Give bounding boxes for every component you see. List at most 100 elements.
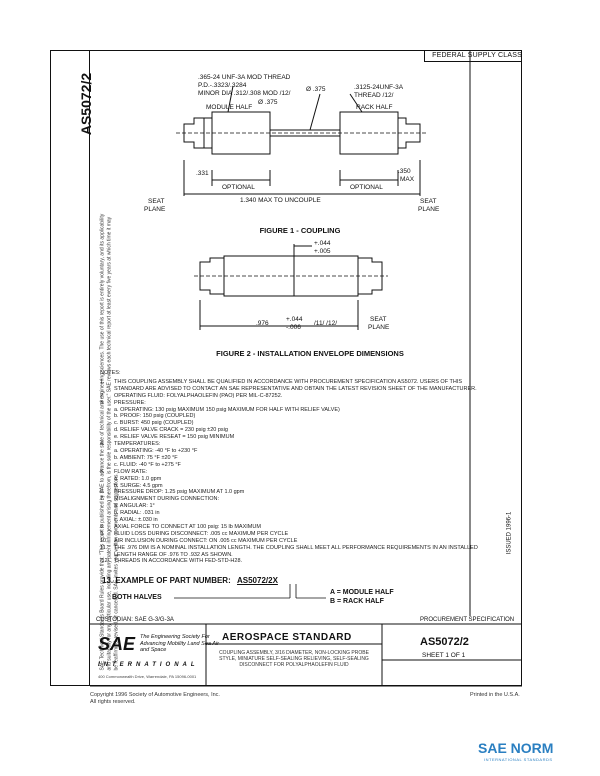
note-text: a. ANGULAR: 1° bbox=[114, 503, 155, 510]
note-text: AIR INCLUSION DURING CONNECT: ON .005 cc… bbox=[114, 537, 298, 544]
note-item: a. OPERATING: 130 psig MAXIMUM 150 psig … bbox=[100, 407, 510, 414]
example-heading: 13. EXAMPLE OF PART NUMBER: AS5072/2X bbox=[102, 576, 278, 585]
part-number: AS5072/2 bbox=[420, 636, 469, 648]
note-text: FLUID LOSS DURING DISCONNECT: .005 cc MA… bbox=[114, 530, 289, 537]
figure1-title: FIGURE 1 - COUPLING bbox=[259, 226, 341, 235]
example-part-number: AS5072/2X bbox=[236, 576, 278, 585]
note-text: OPERATING FLUID: FOLYALPHAOLEFIN (PAO) P… bbox=[114, 392, 283, 399]
note-item: c. FLUID: -40 °F to +275 °F bbox=[100, 462, 510, 469]
note-item: b. PROOF: 150 psig (COUPLED) bbox=[100, 413, 510, 420]
note-text: PRESSURE: bbox=[114, 399, 146, 406]
document-title: COUPLING ASSEMBLY, 3/16 DIAMETER, NON-LO… bbox=[219, 650, 369, 668]
note-text: THREADS IN ACCORDANCE WITH FED-STD-H28. bbox=[114, 558, 243, 565]
fig1-pd: P.D.-.3323/.3284 bbox=[198, 82, 247, 89]
note-item: 5. FLOW RATE: bbox=[100, 469, 510, 476]
custodian: CUSTODIAN: SAE G-3/G-3A bbox=[96, 617, 174, 623]
note-text: a. OPERATING: 130 psig MAXIMUM 150 psig … bbox=[114, 406, 340, 413]
note-item: 11.THE .976 DIM IS A NOMINAL INSTALLATIO… bbox=[100, 545, 510, 552]
note-item: e. RELIEF VALVE RESEAT = 150 psig MINIMU… bbox=[100, 434, 510, 441]
note-number: 8. bbox=[100, 523, 105, 530]
note-text: AXIAL FORCE TO CONNECT AT 100 psig: 15 l… bbox=[114, 523, 261, 530]
note-number: 10. bbox=[100, 537, 108, 544]
note-text: LENGTH RANGE OF .976 TO .932 AS SHOWN. bbox=[114, 551, 233, 558]
supply-class-label: FEDERAL SUPPLY CLASS bbox=[432, 52, 522, 59]
figure2-title: FIGURE 2 - INSTALLATION ENVELOPE DIMENSI… bbox=[216, 349, 404, 358]
notes-list: 1. THIS COUPLING ASSEMBLY SHALL BE QUALIF… bbox=[100, 379, 510, 565]
note-number: 7. bbox=[100, 496, 105, 503]
note-text: THIS COUPLING ASSEMBLY SHALL BE QUALIFIE… bbox=[114, 378, 463, 385]
note-number: 1. bbox=[100, 378, 105, 385]
fig2-length: .976 bbox=[256, 320, 269, 327]
left-margin-column bbox=[50, 50, 90, 686]
note-text: d. RELIEF VALVE CRACK = 230 psig ±20 psi… bbox=[114, 427, 228, 434]
note-text: b. SURGE: 4.5 gpm bbox=[114, 482, 163, 489]
engineering-society: The Engineering Society For Advancing Mo… bbox=[140, 634, 219, 653]
fig2-tol-b2: -.006 bbox=[286, 324, 301, 331]
fig1-rack-half: RACK HALF bbox=[356, 104, 393, 111]
sheet-count: SHEET 1 OF 1 bbox=[422, 652, 466, 659]
copyright-line: Copyright 1996 Society of Automotive Eng… bbox=[90, 692, 220, 698]
aerospace-standard: AEROSPACE STANDARD bbox=[222, 632, 352, 643]
note-number: 5. bbox=[100, 468, 105, 475]
note-text: FLOW RATE: bbox=[114, 468, 148, 475]
note-item: 8. AXIAL FORCE TO CONNECT AT 100 psig: 15… bbox=[100, 524, 510, 531]
fig1-optional-right: OPTIONAL bbox=[350, 184, 383, 191]
note-item: 1. THIS COUPLING ASSEMBLY SHALL BE QUALIF… bbox=[100, 379, 510, 386]
note-item: 2.OPERATING FLUID: FOLYALPHAOLEFIN (PAO)… bbox=[100, 393, 510, 400]
note-text: MISALIGNMENT DURING CONNECTION: bbox=[114, 496, 220, 503]
note-item: c. AXIAL: ±.030 in bbox=[100, 517, 510, 524]
fig2-tol-b1: +.044 bbox=[286, 316, 303, 323]
fig1-dia-375-a: Ø .375 bbox=[306, 86, 326, 93]
fig1-plane-left: PLANE bbox=[144, 206, 166, 213]
note-item: b. RADIAL: .031 in bbox=[100, 510, 510, 517]
rights-line: All rights reserved. bbox=[90, 699, 136, 705]
fig2-hex-right bbox=[357, 257, 383, 295]
note-item: 4. TEMPERATURES: bbox=[100, 441, 510, 448]
note-item: LENGTH RANGE OF .976 TO .932 AS SHOWN. bbox=[100, 552, 510, 559]
fig1-plane-right: PLANE bbox=[418, 206, 440, 213]
note-item: 6.PRESSURE DROP: 1.25 psig MAXIMUM AT 1.… bbox=[100, 489, 510, 496]
note-text: a. RATED: 1.0 gpm bbox=[114, 475, 162, 482]
note-item: 7. MISALIGNMENT DURING CONNECTION: bbox=[100, 496, 510, 503]
copyright: Copyright 1996 Society of Automotive Eng… bbox=[90, 692, 220, 706]
fig1-module-half: MODULE HALF bbox=[206, 104, 253, 111]
note-text: PRESSURE DROP: 1.25 psig MAXIMUM AT 1.0 … bbox=[114, 489, 245, 496]
note-item: 3. PRESSURE: bbox=[100, 400, 510, 407]
fig2-tol-top1: +.044 bbox=[314, 240, 331, 247]
both-halves-label: BOTH HALVES bbox=[112, 594, 162, 601]
international-label: INTERNATIONAL bbox=[98, 662, 199, 668]
fig1-thread-left: .365-24 UNF-3A MOD THREAD bbox=[198, 74, 291, 81]
sae-logo: SAE bbox=[98, 634, 136, 654]
notes-section: NOTES: 1. THIS COUPLING ASSEMBLY SHALL BE… bbox=[100, 370, 510, 565]
note-number: 9. bbox=[100, 530, 105, 537]
note-text: TEMPERATURES: bbox=[114, 441, 161, 448]
fig1-seat-left: SEAT bbox=[148, 198, 165, 205]
note-text: b. PROOF: 150 psig (COUPLED) bbox=[114, 413, 196, 420]
note-text: THE .976 DIM IS A NOMINAL INSTALLATION L… bbox=[114, 544, 478, 551]
sae-norm-sub: INTERNATIONAL STANDARDS bbox=[484, 757, 553, 762]
note-number: 3. bbox=[100, 399, 105, 406]
fig1-d331: .331 bbox=[196, 170, 209, 177]
procurement-spec: PROCUREMENT SPECIFICATION bbox=[420, 617, 515, 623]
sae-norm-watermark: SAE NORM bbox=[478, 740, 554, 756]
note-text: c. AXIAL: ±.030 in bbox=[114, 517, 158, 524]
note-text: b. AMBIENT: 75 °F ±20 °F bbox=[114, 454, 178, 461]
notes-heading: NOTES: bbox=[100, 370, 121, 376]
option-b: B = RACK HALF bbox=[330, 598, 384, 605]
example-options: A = MODULE HALF B = RACK HALF bbox=[330, 588, 394, 606]
fig1-overall-length: 1.340 MAX TO UNCOUPLE bbox=[240, 197, 321, 204]
note-text: c. FLUID: -40 °F to +275 °F bbox=[114, 461, 181, 468]
note-item: b. AMBIENT: 75 °F ±20 °F bbox=[100, 455, 510, 462]
fig1-thread-right2: THREAD /12/ bbox=[354, 92, 394, 99]
note-item: c. BURST: 450 psig (COUPLED) bbox=[100, 420, 510, 427]
note-item: a. OPERATING: -40 °F to +230 °F bbox=[100, 448, 510, 455]
note-text: b. RADIAL: .031 in bbox=[114, 510, 160, 517]
note-item: a. RATED: 1.0 gpm bbox=[100, 476, 510, 483]
fig1-thread-right: .3125-24UNF-3A bbox=[354, 84, 404, 91]
note-number: 4. bbox=[100, 441, 105, 448]
note-text: c. BURST: 450 psig (COUPLED) bbox=[114, 420, 194, 427]
fig2-notes-ref: /11/ /12/ bbox=[314, 320, 338, 327]
note-item: 10. AIR INCLUSION DURING CONNECT: ON .005… bbox=[100, 538, 510, 545]
fig1-minor: MINOR DIA .312/.308 MOD /12/ bbox=[198, 90, 291, 97]
